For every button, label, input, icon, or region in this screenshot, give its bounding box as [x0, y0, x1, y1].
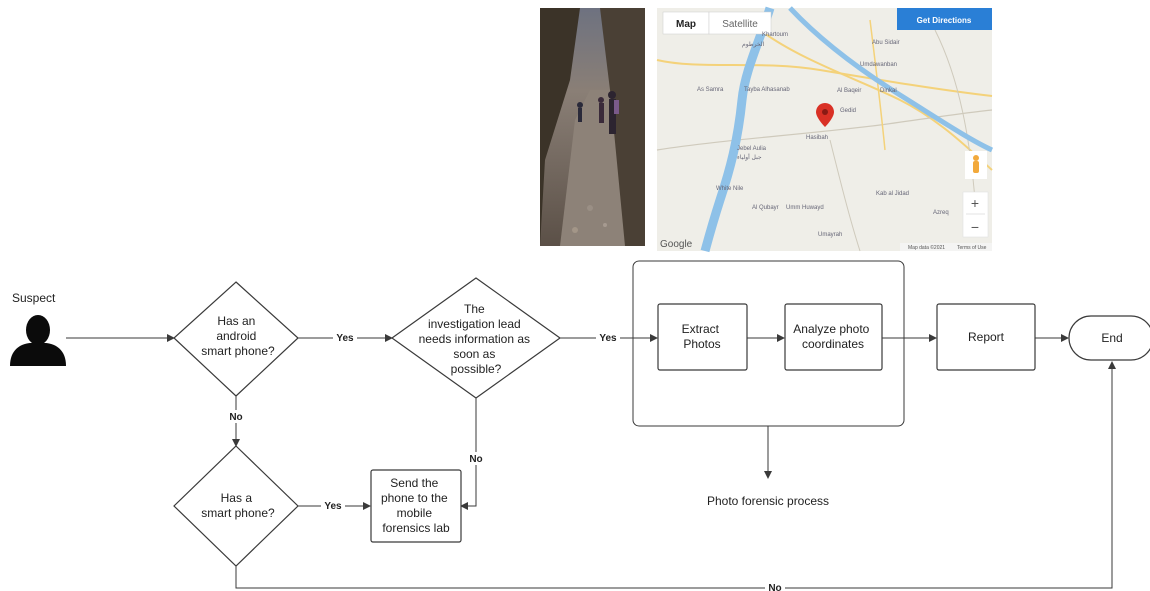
edge-d2-to-send	[460, 396, 477, 510]
map-tab-satellite[interactable]: Satellite	[722, 19, 758, 30]
svg-text:جبل أولياء: جبل أولياء	[737, 152, 762, 161]
photo-forensic-process-container	[632, 260, 905, 427]
svg-text:Azreq: Azreq	[933, 210, 949, 216]
map-place-labels: Khartoum الخرطوم Abu Sidair Umdawanban A…	[697, 32, 949, 238]
google-logo: Google	[660, 239, 693, 250]
map-attribution: Map data ©2021	[908, 244, 945, 251]
process-send-to-lab	[370, 469, 462, 543]
svg-text:الخرطوم: الخرطوم	[742, 41, 765, 48]
edge-label-no-d3: No	[768, 583, 781, 591]
decision-has-smartphone-text: Has a smart phone?	[201, 491, 275, 520]
zoom-out-button[interactable]: −	[971, 219, 979, 235]
svg-text:Umm Huwayd: Umm Huwayd	[786, 205, 824, 211]
edge-d3-to-end	[235, 361, 1116, 589]
decision-investigation-urgent-text: The investigation lead needs information…	[419, 302, 534, 376]
process-send-to-lab-text: Send the phone to the mobile forensics l…	[381, 476, 451, 535]
map-terms-link[interactable]: Terms of Use	[957, 245, 987, 251]
process-analyze-coordinates	[784, 303, 883, 371]
terminal-end-text: End	[1101, 331, 1122, 345]
decision-has-smartphone	[173, 445, 299, 567]
process-extract-photos	[657, 303, 748, 371]
decision-investigation-urgent	[390, 277, 562, 399]
edge-label-no-d1: No	[229, 412, 242, 423]
process-analyze-coordinates-text: Analyze photo coordinates	[793, 322, 872, 351]
photo-forensic-process-label: Photo forensic process	[707, 494, 829, 508]
svg-text:White Nile: White Nile	[716, 186, 744, 192]
terminal-end	[1068, 315, 1150, 361]
edge-label-yes-d1: Yes	[336, 333, 354, 344]
edge-label-yes-d3: Yes	[324, 501, 342, 512]
svg-text:Khartoum: Khartoum	[762, 32, 788, 38]
decision-has-android-text: Has an android smart phone?	[201, 314, 275, 358]
get-directions-button[interactable]: Get Directions	[917, 16, 972, 25]
svg-text:Umdawanban: Umdawanban	[860, 62, 897, 68]
svg-text:Hasibah: Hasibah	[806, 135, 828, 141]
svg-text:Dinkal: Dinkal	[880, 88, 897, 94]
map-tab-map[interactable]: Map	[676, 19, 696, 30]
decision-has-android	[173, 281, 299, 397]
process-report	[936, 303, 1036, 371]
process-report-text: Report	[968, 330, 1005, 344]
zoom-in-button[interactable]: +	[971, 195, 979, 211]
svg-text:Kab al Jidad: Kab al Jidad	[876, 191, 909, 197]
svg-text:Tayba Alhasanab: Tayba Alhasanab	[744, 87, 790, 93]
svg-text:Gedid: Gedid	[840, 108, 856, 114]
suspect-person-icon	[10, 315, 66, 366]
svg-text:Umayrah: Umayrah	[818, 232, 842, 238]
svg-text:Abu Sidair: Abu Sidair	[872, 40, 900, 46]
edge-label-yes-d2: Yes	[599, 333, 617, 344]
edge-label-no-d2: No	[469, 454, 482, 465]
process-extract-photos-text: Extract Photos	[682, 322, 723, 351]
svg-text:Al Baqeir: Al Baqeir	[837, 88, 861, 94]
svg-text:As Samra: As Samra	[697, 87, 724, 93]
svg-text:Al Qubayr: Al Qubayr	[752, 205, 779, 211]
svg-text:Jebel Aulia: Jebel Aulia	[737, 146, 767, 152]
suspect-label: Suspect	[12, 291, 56, 305]
